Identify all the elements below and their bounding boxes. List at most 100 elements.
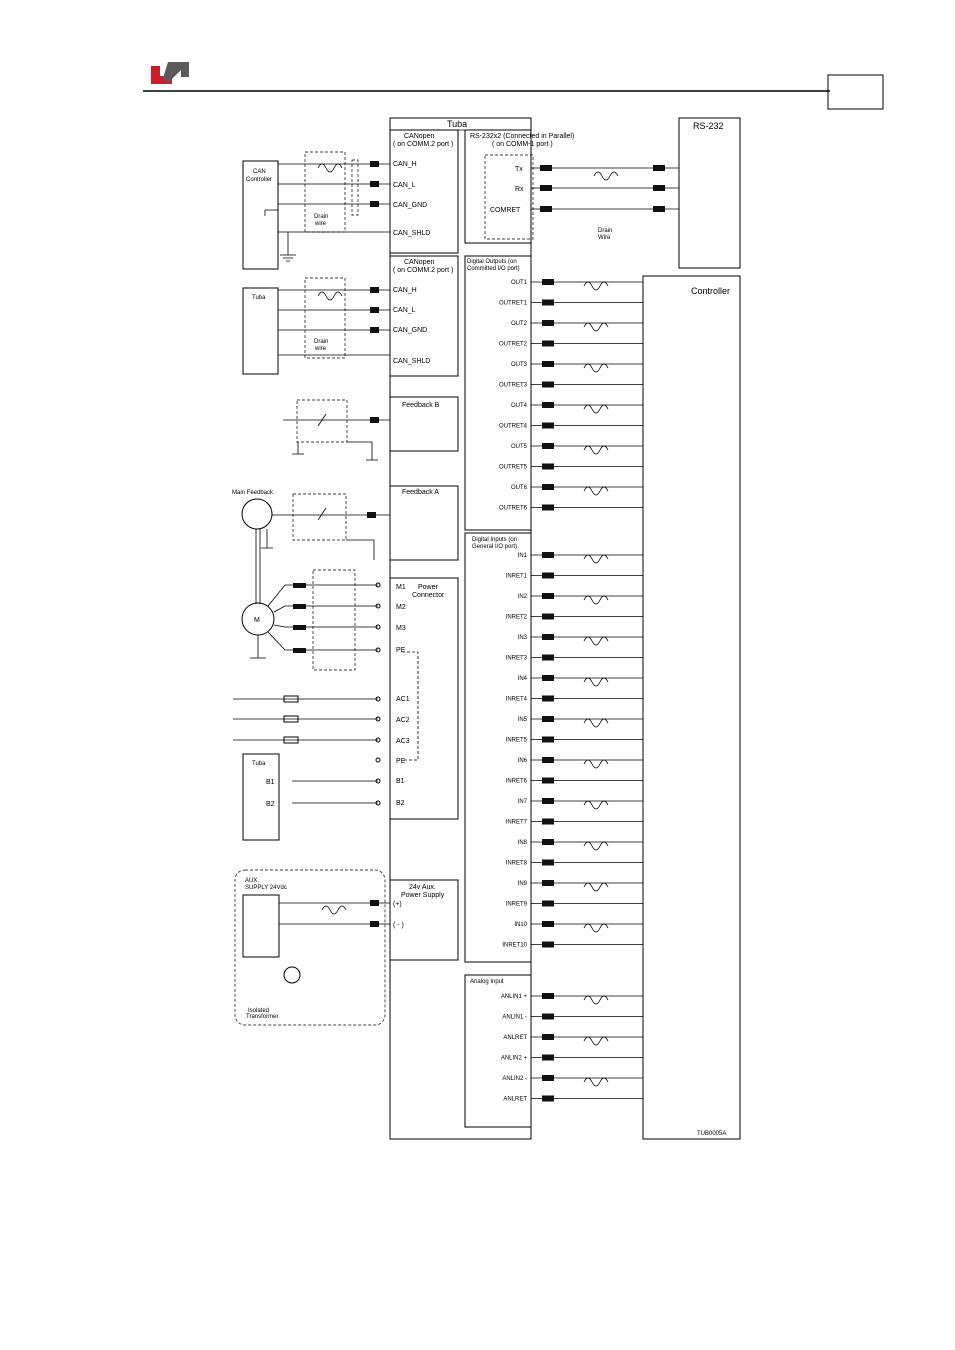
svg-text:( - ): ( - ) [393,922,404,929]
svg-text:Feedback B: Feedback B [402,402,440,409]
svg-text:Transformer: Transformer [246,1014,278,1020]
connector-pin [542,654,554,661]
connector-pin [542,1013,554,1020]
svg-text:AC3: AC3 [396,738,410,745]
pin-label: INRET9 [506,902,528,908]
pin-label: IN9 [518,881,528,887]
pin-label: ANLIN2 + [501,1056,528,1062]
svg-text:Committed I/O port): Committed I/O port) [467,266,520,272]
connector-pin [542,572,554,579]
connector-pin [542,402,554,408]
connector-pin [542,279,554,285]
pin-can-gnd: CAN_GND [393,202,427,209]
pin-can-h-2: CAN_H [393,287,417,294]
pin-label: IN5 [518,717,528,723]
connector-pin [542,798,554,804]
svg-text:SUPPLY 24Vdc: SUPPLY 24Vdc [245,885,287,891]
svg-text:General I/O port): General I/O port) [472,544,517,550]
pin-can-shld: CAN_SHLD [393,230,430,237]
svg-text:Analog Input: Analog Input [470,979,504,985]
connector-pin [542,593,554,599]
pin-label: ANLIN1 - [502,1015,527,1021]
svg-text:( on COMM.2 port ): ( on COMM.2 port ) [393,141,453,148]
svg-text:(+): (+) [393,901,402,908]
connector-pin [542,777,554,784]
page-number-box [827,74,884,110]
twisted-pair [583,995,609,1005]
pin-label: INRET10 [502,943,527,949]
pin-label: ANLRET [503,1035,527,1041]
digital-inputs-section: Digital Inputs (on General I/O port) IN1… [464,532,643,963]
svg-text:PE: PE [396,647,406,654]
connector-pin [542,504,554,511]
connector-pin [542,484,554,490]
twisted-pair [583,800,609,810]
svg-text:CAN: CAN [253,169,266,175]
controller-block [642,275,741,1140]
pin-label: OUTRET2 [499,342,528,348]
pin-label: INRET3 [506,656,528,662]
rs232x2-section: RS-232x2 (Connected in Parallel) ( on CO… [464,129,679,244]
pin-label: INRET2 [506,615,528,621]
twisted-pair [583,281,609,291]
connector-pin [542,859,554,866]
pin-label: OUTRET1 [499,301,528,307]
svg-text:Rx: Rx [515,186,524,193]
pin-label: INRET4 [506,697,528,703]
pin-label: ANLRET [503,1097,527,1103]
pin-label: IN4 [518,676,528,682]
twisted-pair [583,636,609,646]
svg-text:Controller: Controller [246,177,272,183]
twisted-pair [583,322,609,332]
svg-text:24v Aux.: 24v Aux. [409,884,436,891]
pin-can-h: CAN_H [393,161,417,168]
svg-text:Feedback A: Feedback A [402,489,439,496]
twisted-pair [583,445,609,455]
svg-text:AC1: AC1 [396,696,410,703]
svg-text:Digital Outputs (on: Digital Outputs (on [467,259,517,265]
pin-label: ANLIN1 + [501,994,528,1000]
connector-pin [542,613,554,620]
pin-label: OUTRET3 [499,383,528,389]
svg-text:B2: B2 [266,801,275,808]
tuba-main-title: Tuba [447,119,467,129]
pin-can-shld-2: CAN_SHLD [393,358,430,365]
connector-pin [542,993,554,999]
connector-pin [542,1095,554,1102]
twisted-pair [583,677,609,687]
svg-text:Power: Power [418,584,439,591]
svg-text:Connector: Connector [412,592,445,599]
twisted-pair [583,554,609,564]
feedback-a-section: Feedback A Main Feedback [232,485,459,604]
svg-text:wire: wire [314,346,327,352]
feedback-b-section: Feedback B [283,396,459,461]
svg-text:B2: B2 [396,800,405,807]
tuba-can-device [242,287,279,375]
encoder-symbol [241,498,273,530]
connector-pin [542,695,554,702]
connector-pin [542,634,554,640]
pin-label: OUT3 [511,362,528,368]
twisted-pair [583,595,609,605]
svg-text:Tuba: Tuba [252,761,266,767]
analog-input-section: Analog Input ANLIN1 + ANLIN1 - ANLRET ANLIN… [464,974,643,1128]
connector-pin [542,422,554,429]
svg-text:M1: M1 [396,584,406,591]
connector-pin [542,716,554,722]
pin-label: IN1 [518,553,528,559]
aux-supply-section: 24v Aux. Power Supply (+) ( - ) AUX. SUP… [234,869,459,1026]
pin-label: INRET8 [506,861,528,867]
connector-pin [542,880,554,886]
connector-pin [542,757,554,763]
svg-text:Power Supply: Power Supply [401,892,445,899]
connector-pin [542,900,554,907]
svg-text:Drain: Drain [314,339,328,345]
svg-text:PE: PE [396,758,406,765]
svg-text:Wire: Wire [598,235,611,241]
pin-can-l-2: CAN_L [393,307,416,314]
twisted-pair [583,404,609,414]
pin-label: INRET5 [506,738,528,744]
svg-text:Digital Inputs (on: Digital Inputs (on [472,537,517,543]
pin-label: OUTRET5 [499,465,528,471]
digital-outputs-section: Digital Outputs (on Committed I/O port) … [464,255,643,531]
